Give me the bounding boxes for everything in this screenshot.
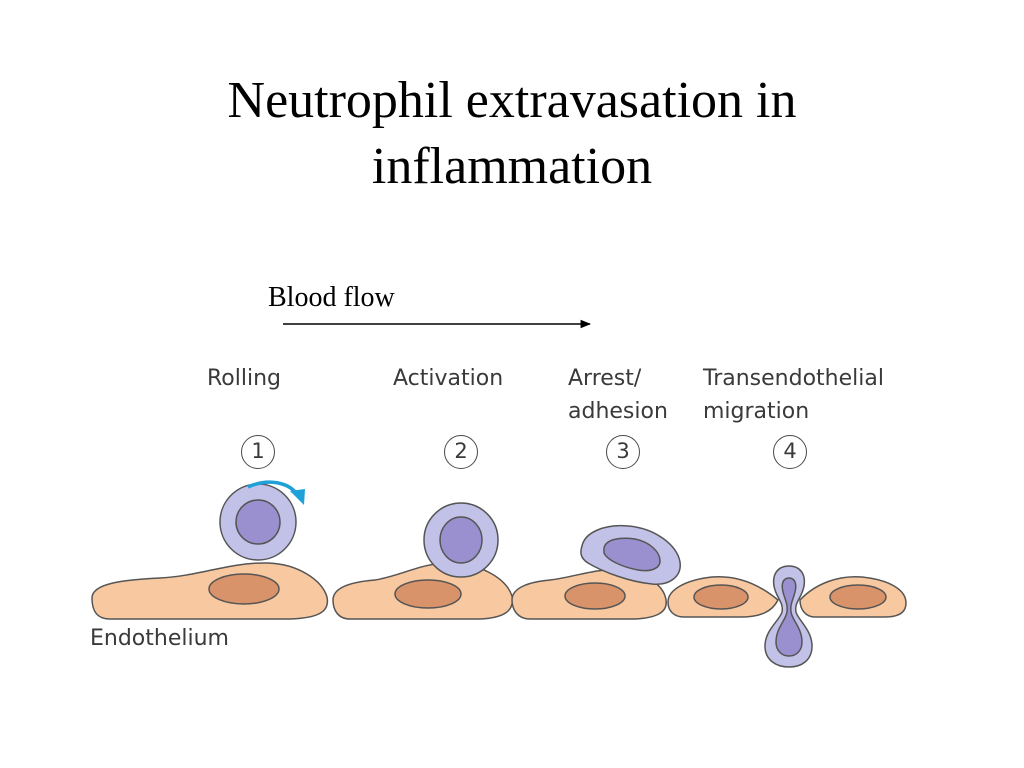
endothelial-nucleus	[394, 579, 462, 609]
endothelial-nucleus	[829, 584, 887, 610]
neutrophil-nucleus	[775, 577, 803, 657]
step-3-label: Arrest/ adhesion	[568, 362, 668, 428]
endothelial-cell-2	[332, 562, 514, 620]
endothelial-nucleus	[564, 582, 626, 610]
step-1-number-badge: 1	[241, 435, 275, 469]
endothelial-nucleus	[208, 573, 280, 605]
step-4-label-line-2: migration	[703, 399, 810, 424]
endothelial-nucleus	[693, 584, 749, 610]
neutrophil-nucleus	[439, 516, 483, 564]
step-4-label: Transendothelial migration	[703, 362, 884, 428]
step-2-label: Activation	[393, 362, 503, 395]
step-3-label-line-1: Arrest/	[568, 366, 642, 391]
endothelial-cell-3	[511, 568, 667, 620]
step-2-number-badge: 2	[444, 435, 478, 469]
adhered-neutrophil	[580, 524, 681, 585]
title-line-1: Neutrophil extravasation in	[227, 72, 797, 129]
rolling-neutrophil	[219, 483, 297, 561]
blood-flow-label: Blood flow	[268, 282, 395, 313]
endothelial-cell-5	[799, 575, 907, 618]
endothelium-label: Endothelium	[90, 626, 229, 651]
endothelial-cell-4	[667, 576, 779, 618]
step-2-label-line: Activation	[393, 366, 504, 391]
step-3-number-badge: 3	[606, 435, 640, 469]
step-4-label-line-1: Transendothelial	[703, 366, 884, 391]
title-line-2: inflammation	[371, 138, 653, 195]
step-1-label-line: Rolling	[207, 366, 282, 391]
page-title: Neutrophil extravasation in inflammation	[0, 68, 1024, 200]
step-4-number-badge: 4	[773, 435, 807, 469]
activated-neutrophil	[423, 502, 499, 578]
neutrophil-nucleus	[603, 537, 661, 572]
rolling-arrow-head-icon	[290, 489, 305, 505]
step-3-label-line-2: adhesion	[568, 399, 668, 424]
endothelial-cell-1	[91, 562, 329, 620]
step-1-label: Rolling	[207, 362, 281, 395]
neutrophil-nucleus	[235, 499, 281, 545]
migrating-neutrophil	[764, 565, 813, 668]
